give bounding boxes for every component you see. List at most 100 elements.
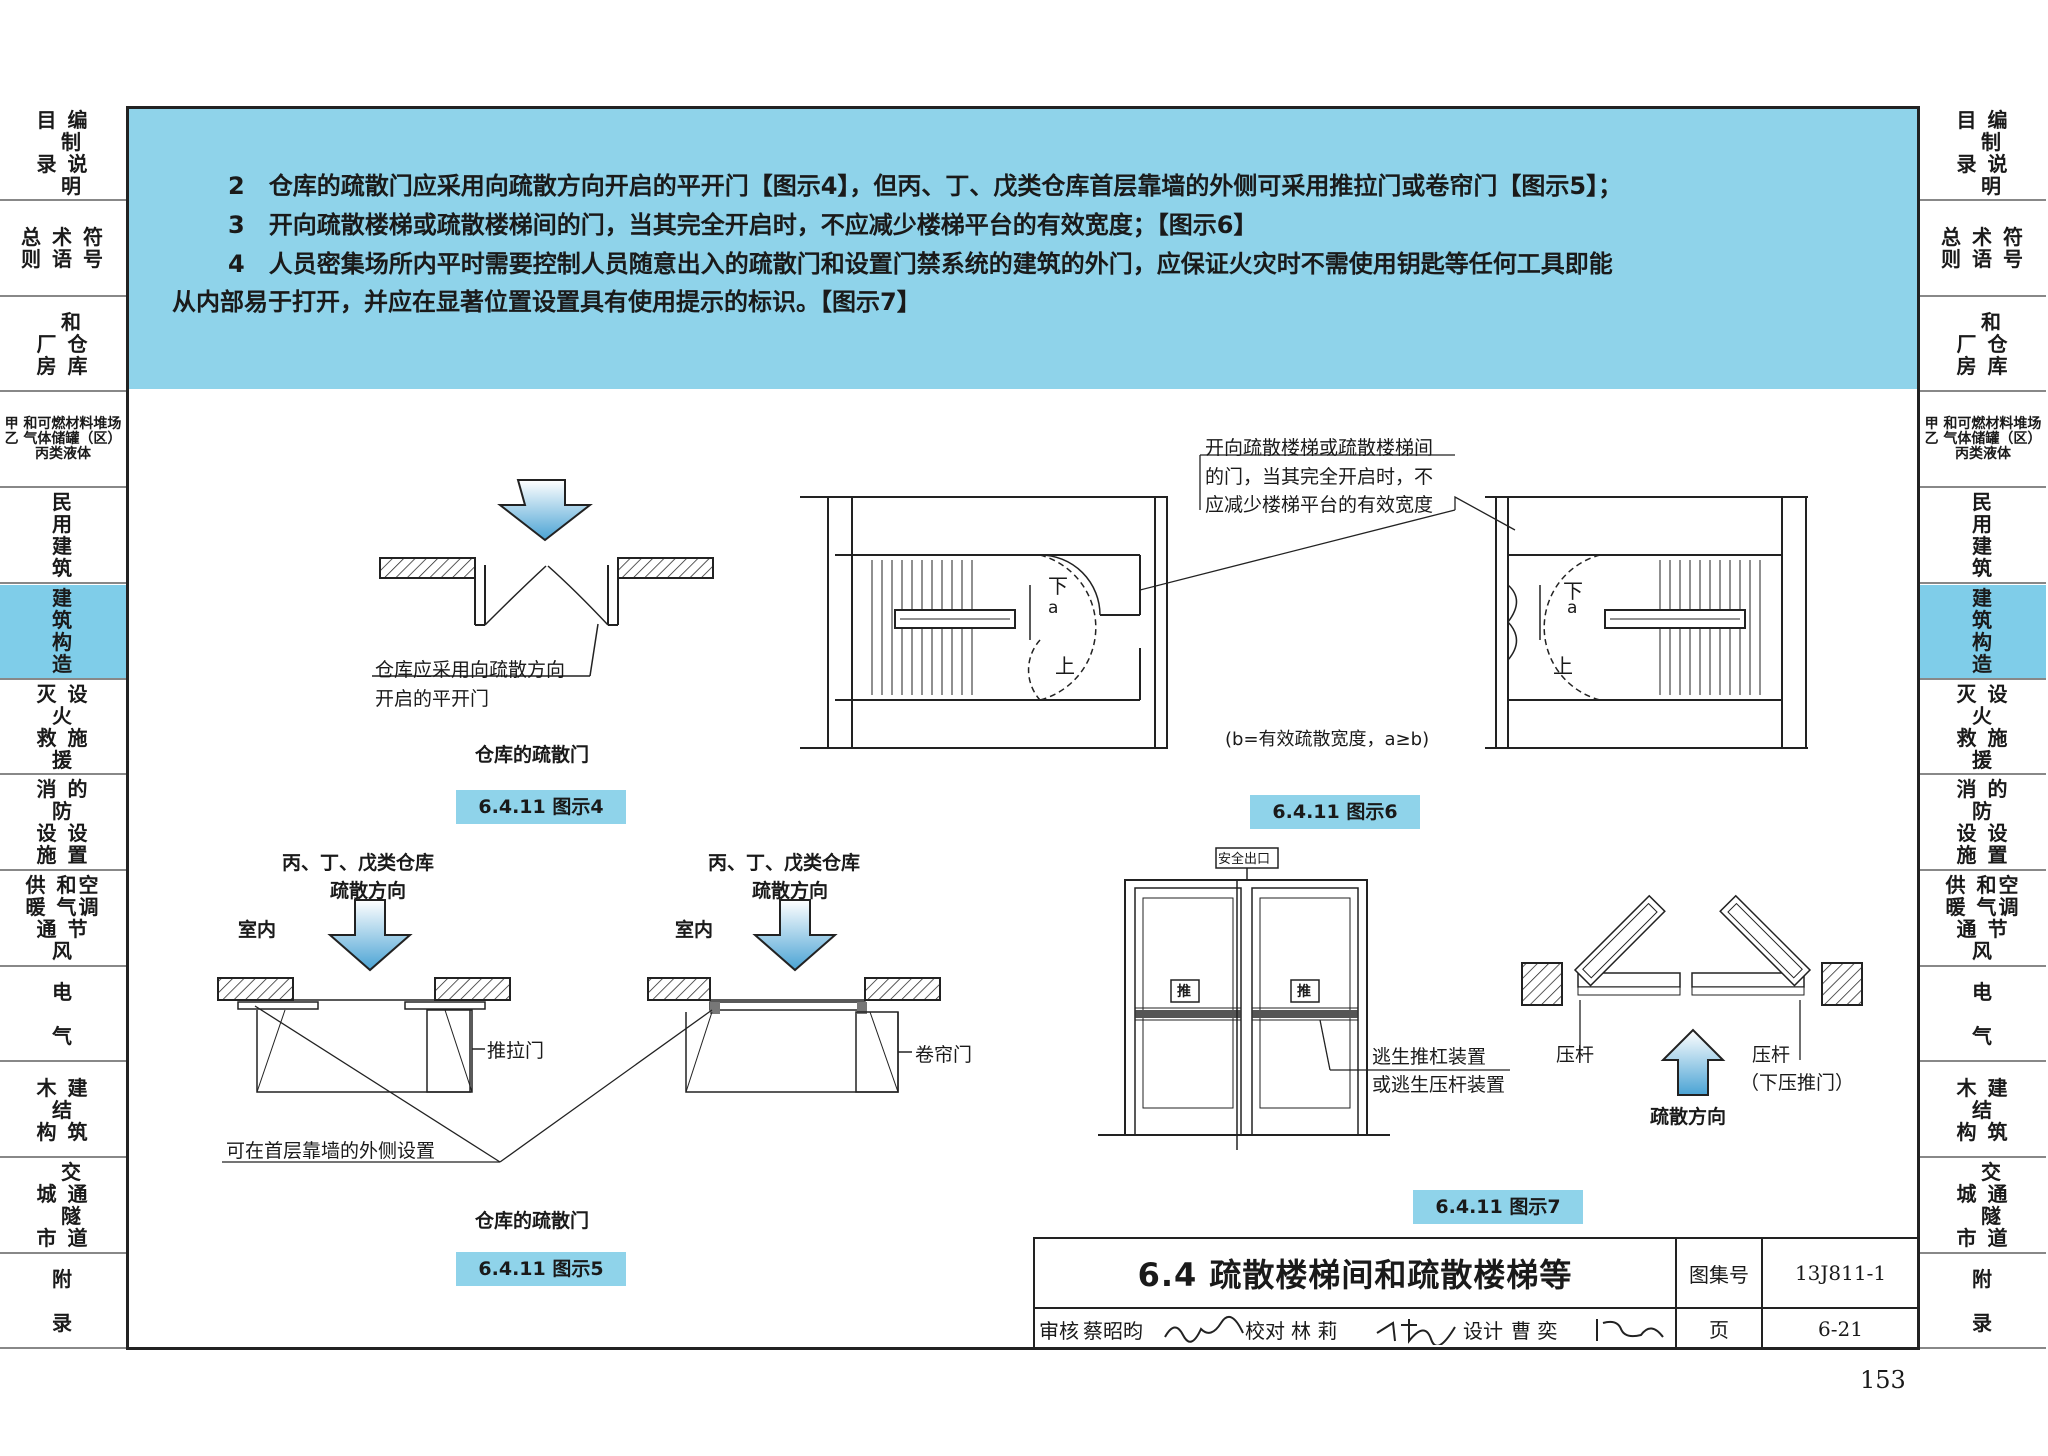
right-nav-tab[interactable]: 交 城 通 隧 市 道 [1920, 1159, 2046, 1254]
fig5-left-direction: 疏散方向 [330, 880, 407, 902]
left-nav-tab[interactable]: 灭 设 火 救 施 援 [0, 680, 126, 776]
atlas-number: 13J811-1 [1761, 1237, 1920, 1309]
fig6-left-stair [800, 496, 1168, 749]
fig7-device-line1: 逃生推杠装置 [1372, 1046, 1487, 1068]
fig5-subtitle: 仓库的疏散门 [475, 1210, 590, 1232]
nav-tab-label: 木 建 结 构 筑 [36, 1075, 90, 1144]
check-label: 校对 [1245, 1319, 1285, 1343]
right-nav-tab[interactable]: 和 厂 仓 房 库 [1920, 297, 2046, 393]
left-nav-tab[interactable]: 消 的 防 设 设 施 置 [0, 776, 126, 871]
section-title: 6.4 疏散楼梯间和疏散楼梯等 [1033, 1237, 1675, 1309]
nav-tab-label: 民 用 建 筑 [52, 490, 74, 581]
evacuation-arrow-icon [327, 899, 413, 972]
left-section-nav: 目 编 制 录 说 明总 术 符 则 语 号 和 厂 仓 房 库甲 和可燃材料堆… [0, 106, 126, 1350]
fig7-bar-right-note: （下压推门） [1740, 1072, 1855, 1094]
left-nav-tab[interactable]: 附 录 [0, 1254, 126, 1350]
nav-tab-label: 木 建 结 构 筑 [1956, 1075, 2010, 1144]
fig5-indoor-left: 室内 [238, 919, 277, 941]
fig5-rolling-door: 卷帘门 [915, 1044, 973, 1066]
nav-tab-label: 电 气 [52, 979, 74, 1048]
nav-tab-label: 供 和空 暖 气调 通 节 风 [1945, 873, 2021, 964]
design-label: 设计 [1463, 1319, 1503, 1343]
fig5-caption: 6.4.11 图示5 [456, 1252, 626, 1286]
nav-tab-label: 建 筑 构 造 [52, 586, 74, 676]
nav-tab-label: 灭 设 火 救 施 援 [36, 681, 90, 772]
evacuation-arrow-icon [752, 899, 838, 972]
right-nav-tab[interactable]: 附 录 [1920, 1254, 2046, 1350]
designer-signature [1596, 1319, 1664, 1341]
nav-tab-label: 民 用 建 筑 [1972, 490, 1994, 581]
fig5-right-title: 丙、丁、戊类仓库 [708, 852, 861, 874]
nav-tab-label: 目 编 制 录 说 明 [1956, 107, 2010, 198]
nav-tab-label: 灭 设 火 救 施 援 [1956, 681, 2010, 772]
fig5-right-drawing [222, 899, 941, 1163]
checker-name: 林 莉 [1291, 1319, 1338, 1343]
clause-4-line2: 从内部易于打开，并应在显著位置设置具有使用提示的标识。【图示7】 [172, 288, 921, 316]
left-nav-tab[interactable]: 供 和空 暖 气调 通 节 风 [0, 872, 126, 967]
fig6-right-down: 下 [1563, 579, 1583, 603]
clause-4-line1: 4 人员密集场所内平时需要控制人员随意出入的疏散门和设置门禁系统的建筑的外门，应… [228, 250, 1613, 278]
fig7-push-right: 推 [1297, 984, 1311, 1000]
fig4-caption: 6.4.11 图示4 [456, 790, 626, 824]
fig7-device-line2: 或逃生压杆装置 [1372, 1074, 1506, 1096]
fig6-left-a: a [1048, 598, 1059, 618]
right-nav-tab[interactable]: 供 和空 暖 气调 通 节 风 [1920, 872, 2046, 967]
nav-tab-label: 交 城 通 隧 市 道 [1956, 1160, 2010, 1251]
left-nav-tab[interactable]: 目 编 制 录 说 明 [0, 106, 126, 201]
right-nav-tab[interactable]: 木 建 结 构 筑 [1920, 1063, 2046, 1158]
right-nav-tab[interactable]: 总 术 符 则 语 号 [1920, 202, 2046, 297]
fig6-left-up: 上 [1055, 654, 1075, 678]
nav-tab-label: 附 录 [52, 1266, 74, 1335]
left-nav-tab[interactable]: 甲 和可燃材料堆场 乙 气体储罐（区） 丙类液体 [0, 393, 126, 489]
fig7-exit-sign: 安全出口 [1218, 852, 1271, 867]
nav-tab-label: 目 编 制 录 说 明 [36, 107, 90, 198]
nav-tab-label: 建 筑 构 造 [1972, 586, 1994, 676]
evacuation-arrow-icon [497, 479, 593, 542]
fig6-left-down: 下 [1048, 574, 1068, 598]
left-nav-tab[interactable]: 建 筑 构 造 [0, 584, 126, 680]
fig7-bar-right: 压杆 [1752, 1044, 1791, 1066]
nav-tab-label: 总 术 符 则 语 号 [1941, 225, 2025, 272]
fig4-note-line1: 仓库应采用向疏散方向 [375, 659, 566, 681]
page-frame [126, 106, 1920, 1350]
right-nav-tab[interactable]: 电 气 [1920, 967, 2046, 1063]
fig5-left-title: 丙、丁、戊类仓库 [282, 852, 435, 874]
fig5-note: 可在首层靠墙的外侧设置 [226, 1140, 436, 1162]
left-nav-tab[interactable]: 交 城 通 隧 市 道 [0, 1159, 126, 1254]
fig6-right-up: 上 [1553, 654, 1573, 678]
evacuation-up-arrow-icon [1660, 1028, 1726, 1096]
fig7-door-elevation [1098, 847, 1510, 1150]
nav-tab-label: 和 厂 仓 房 库 [36, 309, 90, 378]
right-nav-tab[interactable]: 甲 和可燃材料堆场 乙 气体储罐（区） 丙类液体 [1920, 393, 2046, 489]
review-label: 审核 [1039, 1319, 1079, 1343]
fig6-note-line2: 的门，当其完全开启时，不 [1205, 466, 1434, 488]
fig4-drawing [372, 479, 714, 677]
fig6-right-stair [1139, 454, 1808, 749]
fig6-caption: 6.4.11 图示6 [1250, 795, 1420, 829]
right-nav-tab[interactable]: 消 的 防 设 设 施 置 [1920, 776, 2046, 871]
left-nav-tab[interactable]: 民 用 建 筑 [0, 489, 126, 584]
fig5-left-drawing [217, 899, 511, 1093]
page-code: 6-21 [1761, 1307, 1920, 1350]
left-nav-tab[interactable]: 和 厂 仓 房 库 [0, 297, 126, 393]
fig7-door-plan [1521, 894, 1863, 1096]
right-nav-tab[interactable]: 灭 设 火 救 施 援 [1920, 680, 2046, 776]
nav-tab-label: 甲 和可燃材料堆场 乙 气体储罐（区） 丙类液体 [4, 416, 122, 463]
fig7-push-left: 推 [1177, 984, 1191, 1000]
left-nav-tab[interactable]: 总 术 符 则 语 号 [0, 202, 126, 297]
right-nav-tab[interactable]: 目 编 制 录 说 明 [1920, 106, 2046, 201]
atlas-label: 图集号 [1675, 1237, 1763, 1309]
fig6-right-a: a [1567, 598, 1578, 618]
right-nav-tab[interactable]: 民 用 建 筑 [1920, 489, 2046, 584]
right-nav-tab[interactable]: 建 筑 构 造 [1920, 584, 2046, 680]
fig6-note-line1: 开向疏散楼梯或疏散楼梯间 [1205, 437, 1434, 459]
left-nav-tab[interactable]: 电 气 [0, 967, 126, 1063]
fig5-indoor-right: 室内 [675, 919, 714, 941]
fig6-formula: (b=有效疏散宽度，a≥b) [1225, 729, 1430, 750]
nav-tab-label: 甲 和可燃材料堆场 乙 气体储罐（区） 丙类液体 [1924, 416, 2042, 463]
nav-tab-label: 电 气 [1972, 979, 1994, 1048]
reviewer-signature [1164, 1315, 1244, 1343]
fig7-bar-left: 压杆 [1556, 1044, 1595, 1066]
left-nav-tab[interactable]: 木 建 结 构 筑 [0, 1063, 126, 1158]
